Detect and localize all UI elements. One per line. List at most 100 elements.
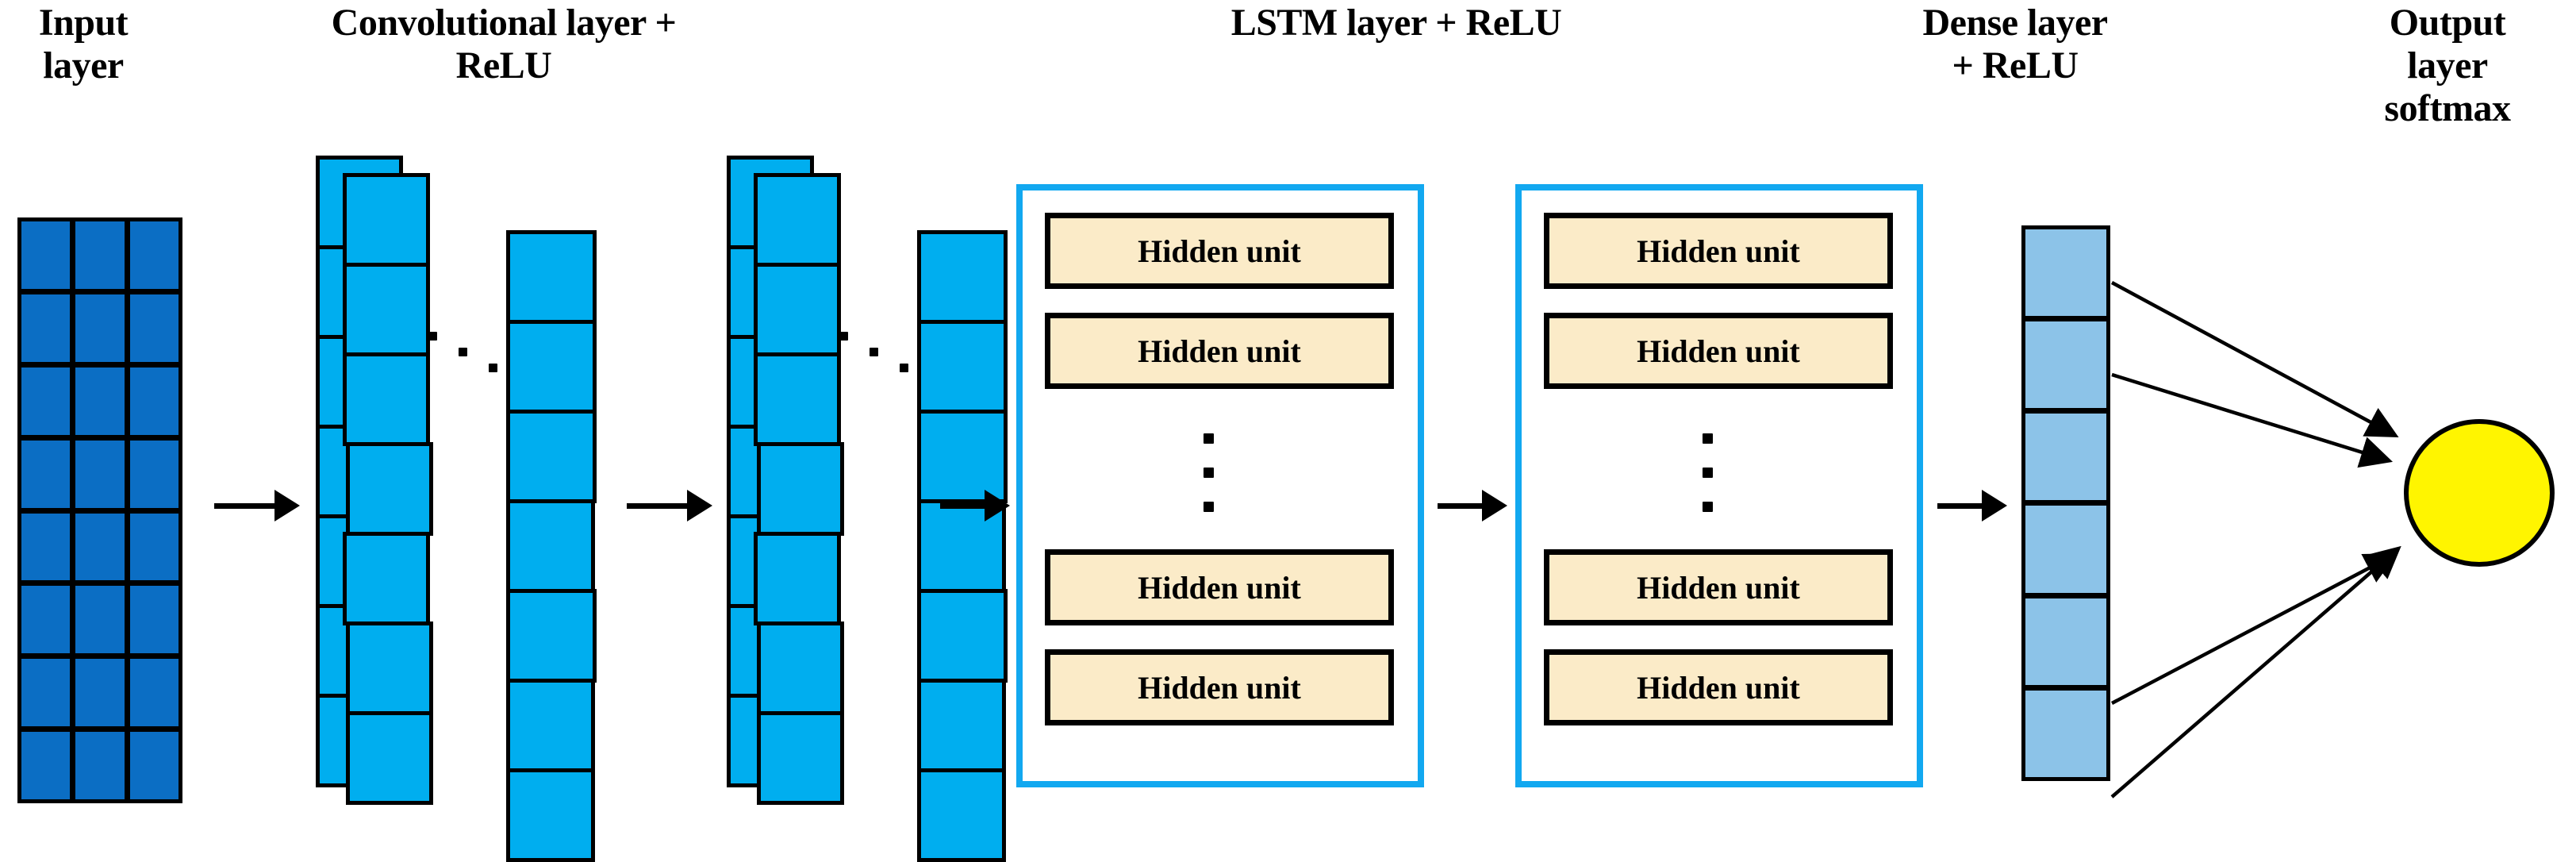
conv-block — [506, 230, 597, 324]
input-cell — [129, 732, 179, 799]
input-cell — [129, 513, 179, 581]
input-cell — [129, 659, 179, 727]
input-cell — [75, 586, 125, 654]
conv-block — [506, 320, 597, 414]
ellipsis-dot — [489, 364, 497, 372]
conv-block — [343, 173, 430, 267]
input-layer-grid — [17, 217, 182, 803]
hidden-unit: Hidden unit — [1544, 213, 1893, 289]
ellipsis-dot — [839, 332, 848, 341]
arrow-lstm2-to-dense — [1937, 490, 2007, 521]
edge-dense-2-to-output — [2111, 372, 2394, 468]
conv-block — [506, 589, 597, 683]
conv-ellipsis-2 — [839, 332, 942, 387]
heading-output-layer: Output layer softmax — [2384, 2, 2511, 129]
heading-input-layer: Input layer — [38, 2, 129, 87]
dense-cell — [2025, 414, 2106, 501]
conv-block — [343, 263, 430, 356]
conv-block — [917, 410, 1008, 503]
hidden-unit: Hidden unit — [1045, 213, 1394, 289]
conv-stack-b-single — [506, 230, 600, 862]
hidden-unit: Hidden unit — [1045, 549, 1394, 625]
conv-block — [754, 352, 841, 446]
conv-stack-a-front — [343, 173, 433, 805]
arrow-lstm1-to-lstm2 — [1438, 490, 1507, 521]
input-cell — [75, 367, 125, 435]
lstm-ellipsis-2 — [1703, 433, 1713, 521]
conv-block — [757, 711, 844, 805]
dense-cell — [2025, 598, 2106, 685]
arrow-conv1-to-conv2 — [627, 490, 712, 521]
input-cell — [21, 440, 71, 508]
arrow-conv2-to-lstm1 — [940, 490, 1010, 521]
input-cell — [21, 513, 71, 581]
ellipsis-dot — [870, 348, 878, 356]
dense-cell — [2025, 229, 2106, 317]
input-cell — [129, 440, 179, 508]
heading-convolutional-layer: Convolutional layer + ReLU — [331, 2, 677, 87]
conv-block — [506, 768, 595, 862]
conv-block — [343, 352, 430, 446]
hidden-unit: Hidden unit — [1045, 313, 1394, 389]
dense-cell — [2025, 321, 2106, 409]
input-cell — [75, 440, 125, 508]
conv-block — [506, 410, 597, 503]
arrow-input-to-conv1 — [214, 490, 300, 521]
conv-block — [754, 173, 841, 267]
conv-block — [346, 711, 433, 805]
conv-block — [754, 263, 841, 356]
conv-block — [346, 621, 433, 715]
ellipsis-dot — [1703, 433, 1713, 444]
input-cell — [21, 659, 71, 727]
conv-block — [917, 589, 1008, 683]
ellipsis-dot — [1703, 468, 1713, 478]
input-cell — [75, 294, 125, 362]
hidden-unit: Hidden unit — [1544, 549, 1893, 625]
conv-stack-c-front — [754, 173, 844, 805]
input-cell — [21, 586, 71, 654]
input-cell — [21, 294, 71, 362]
input-cell — [129, 221, 179, 289]
heading-dense-layer: Dense layer + ReLU — [1922, 2, 2108, 87]
lstm-ellipsis-1 — [1204, 433, 1214, 521]
conv-block — [506, 499, 595, 593]
input-cell — [129, 294, 179, 362]
conv-block — [917, 230, 1008, 324]
ellipsis-dot — [459, 348, 467, 356]
conv-block — [754, 532, 841, 625]
conv-block — [757, 621, 844, 715]
input-cell — [75, 732, 125, 799]
ellipsis-dot — [1204, 433, 1214, 444]
ellipsis-dot — [428, 332, 437, 341]
input-cell — [21, 221, 71, 289]
conv-block — [917, 320, 1008, 414]
input-cell — [129, 586, 179, 654]
hidden-unit: Hidden unit — [1544, 313, 1893, 389]
lstm-group-1: Hidden unit Hidden unit Hidden unit Hidd… — [1016, 184, 1424, 787]
edge-dense-5-to-output — [2110, 553, 2397, 705]
conv-block — [757, 442, 844, 536]
heading-lstm-layer: LSTM layer + ReLU — [1230, 2, 1562, 44]
input-cell — [129, 367, 179, 435]
lstm-group-2: Hidden unit Hidden unit Hidden unit Hidd… — [1515, 184, 1923, 787]
input-cell — [21, 732, 71, 799]
conv-block — [506, 679, 595, 772]
input-cell — [75, 513, 125, 581]
conv-block — [346, 442, 433, 536]
ellipsis-dot — [1703, 502, 1713, 512]
dense-cell — [2025, 690, 2106, 777]
ellipsis-dot — [1204, 502, 1214, 512]
edge-dense-1-to-output — [2110, 281, 2399, 437]
conv-block — [343, 532, 430, 625]
conv-block — [917, 768, 1006, 862]
dense-cell — [2025, 506, 2106, 593]
hidden-unit: Hidden unit — [1544, 649, 1893, 725]
hidden-unit: Hidden unit — [1045, 649, 1394, 725]
input-cell — [21, 367, 71, 435]
output-node-softmax — [2404, 419, 2555, 567]
dense-layer-column — [2021, 225, 2110, 781]
conv-block — [917, 679, 1006, 772]
edge-dense-6-to-output — [2110, 545, 2401, 799]
input-cell — [75, 659, 125, 727]
